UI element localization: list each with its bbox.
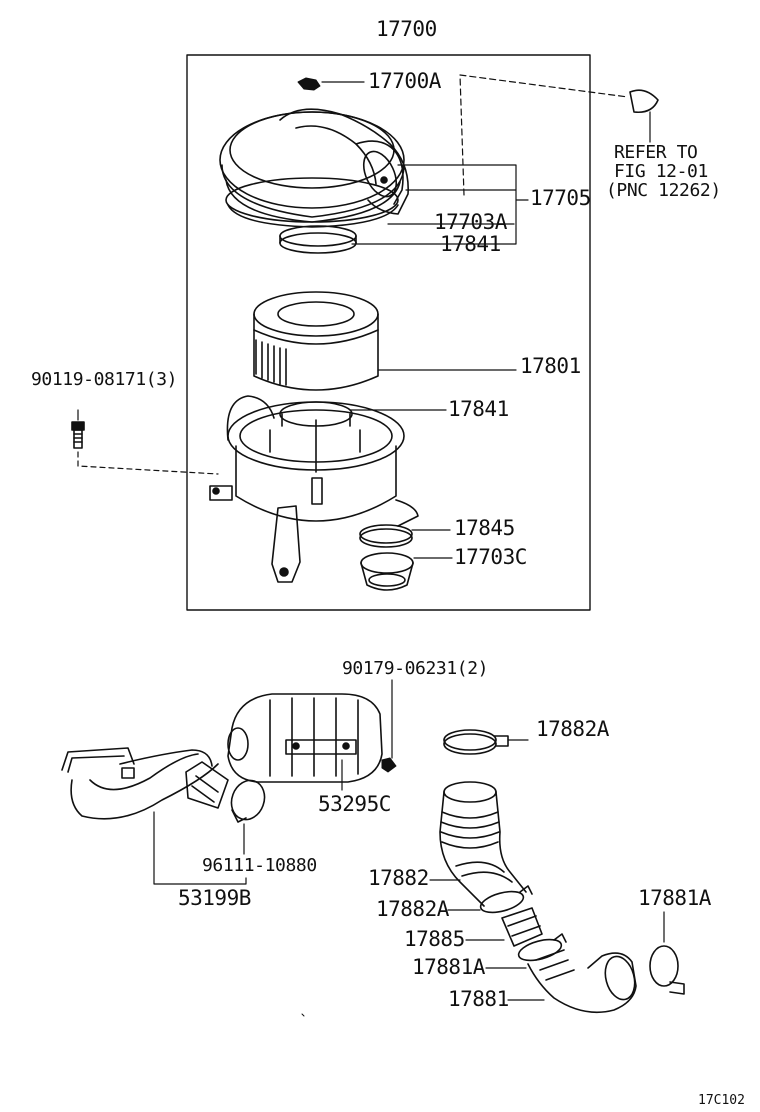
label-17703C: 17703C [454,545,527,569]
label-17703A: 17703A [434,210,507,234]
resonator-drawing [227,693,383,783]
label-refer-pnc: (PNC 12262) [606,180,721,201]
sleeve-17703C-drawing [360,552,414,591]
label-17881A-left: 17881A [412,955,485,979]
assembly-group-frame [186,54,591,611]
clamp-17882A-mid-drawing [479,885,533,914]
refer-hose-end [629,89,659,114]
label-17700: 17700 [376,17,437,41]
label-17882A-mid: 17882A [376,897,449,921]
label-clip-90179: 90179-06231(2) [342,658,489,679]
hose-clamp-96111-drawing [230,779,266,823]
label-17881: 17881 [448,987,509,1011]
refer-dashed-line [459,74,629,196]
hose-17881-drawing [527,949,637,1014]
figure-code: 17C102 [698,1093,745,1108]
filter-element-drawing [253,291,379,391]
clip-90179-drawing [381,757,397,773]
bolt-drawing [71,421,85,449]
label-53199B: 53199B [178,886,251,910]
label-17881A-right: 17881A [638,886,711,910]
label-refer-fig: FIG 12-01 [614,161,708,182]
label-17882A-top: 17882A [536,717,609,741]
gasket-17845-drawing [359,524,413,544]
label-17882: 17882 [368,866,429,890]
label-17841-mid: 17841 [448,397,509,421]
label-17885: 17885 [404,927,465,951]
intake-duct-drawing [61,747,229,820]
clamp-17881A-left-drawing [517,933,567,962]
label-17841-top: 17841 [440,232,501,256]
label-17705: 17705 [530,186,591,210]
clamp-17881A-right-drawing [649,945,685,995]
label-53295C: 53295C [318,792,391,816]
clamp-17882A-top-drawing [443,729,509,755]
label-17801: 17801 [520,354,581,378]
connector-17885-drawing [501,907,543,947]
label-clamp-96111: 96111-10880 [202,855,317,876]
label-refer-to: REFER TO [614,142,698,163]
hose-17882-drawing [439,781,527,907]
air-cleaner-case-drawing [209,395,419,583]
air-cleaner-cap-drawing [219,77,409,254]
label-17700A: 17700A [368,69,441,93]
label-bolt-90119: 90119-08171(3) [31,369,178,390]
label-17845: 17845 [454,516,515,540]
